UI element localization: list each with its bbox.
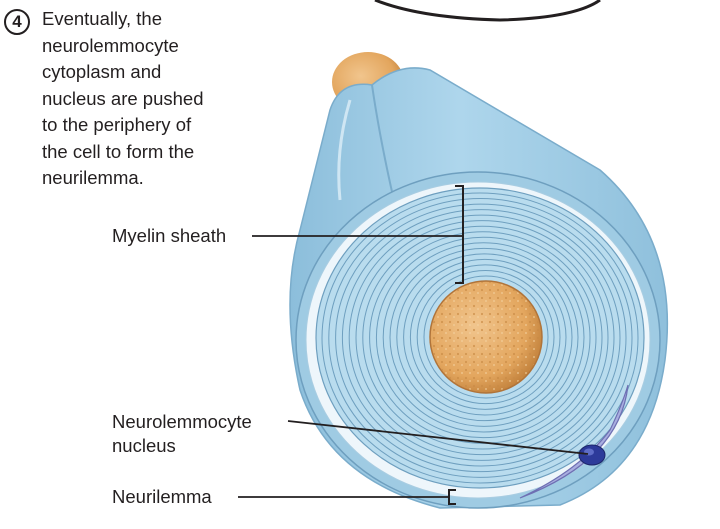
wrap-fold [371,84,396,206]
neurolemmocyte-nucleus [578,444,606,466]
wrap-fold [337,99,352,201]
myelin-ring [355,220,609,456]
myelin-ring [328,198,633,478]
myelin-ring [423,275,549,399]
myelin-ring [335,203,627,473]
neurilemma-bracket [448,489,456,505]
label-neurilemma: Neurilemma [112,486,212,507]
myelin-ring [375,236,591,439]
myelin-ring [403,258,567,416]
myelin-ring [416,269,555,405]
myelin-ring [396,253,573,422]
step-description: Eventually, the neurolemmocyte cytoplasm… [42,8,204,188]
label-myelin-sheath: Myelin sheath [112,225,227,246]
myelin-ring [341,209,621,467]
previous-cell-outline [374,0,601,22]
myelin-ring [321,192,639,484]
label-neurolemmocyte-nucleus: Neurolemmocyte nucleus [112,411,252,456]
myelin-bracket [455,185,464,284]
neurilemma-cytoplasm [519,384,629,499]
step-number-badge: 4 [4,9,30,35]
myelin-ring [382,242,585,433]
nucleus-leader-line [287,420,589,455]
myelin-ring [362,225,603,450]
myelin-ring [389,247,579,427]
myelin-ring [348,214,615,461]
myelin-ring [409,264,561,410]
